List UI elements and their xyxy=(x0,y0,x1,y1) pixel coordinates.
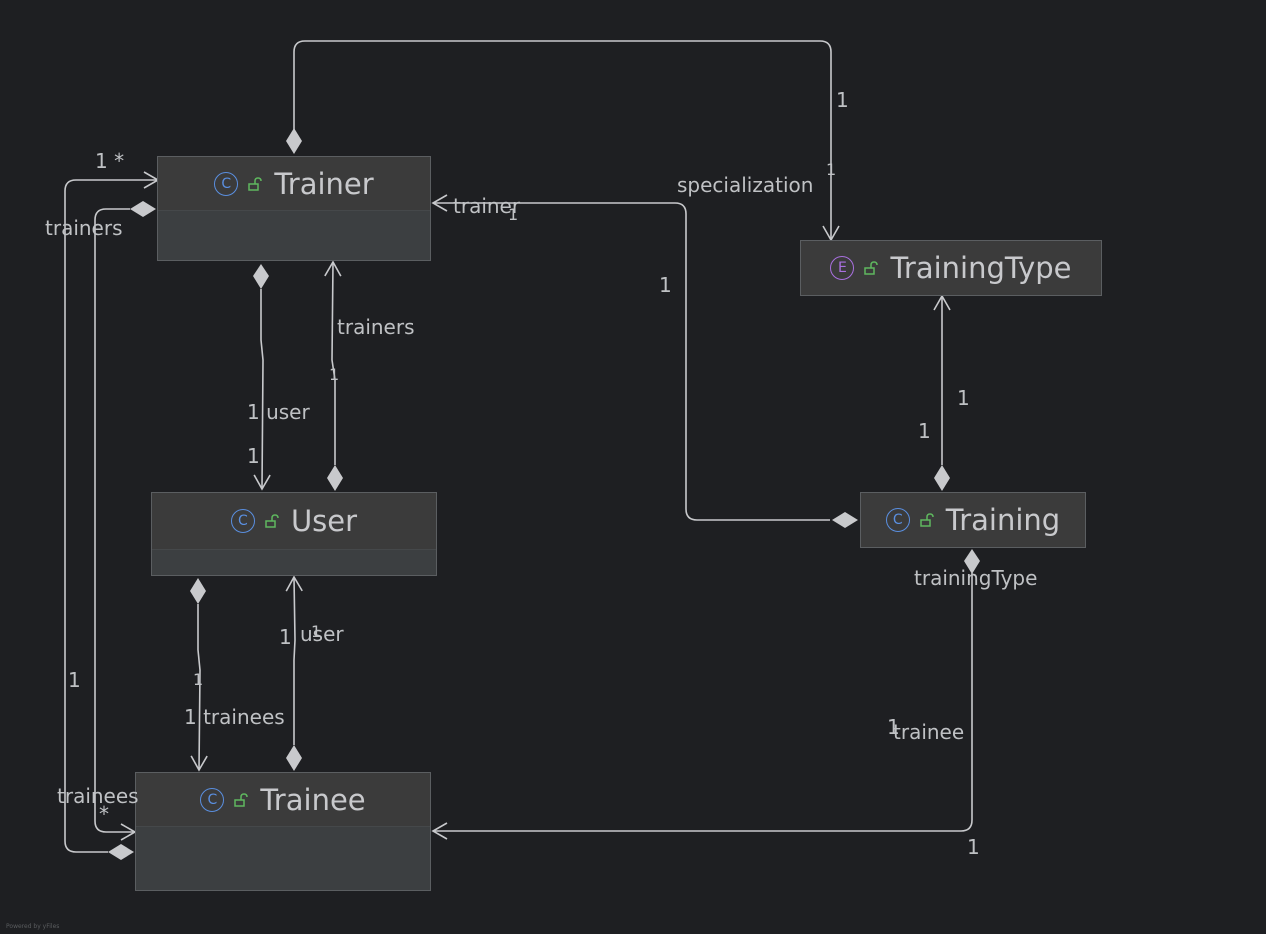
role-label: 1 trainees xyxy=(184,705,285,729)
diamond-trainee-left xyxy=(108,844,134,860)
edge-training-trainer xyxy=(431,194,830,521)
mult-label: 1 xyxy=(193,670,204,689)
mult-label: 1 * xyxy=(95,149,125,173)
class-icon: C xyxy=(885,508,910,532)
role-label: trainers xyxy=(45,216,123,240)
role-label: specialization xyxy=(677,173,814,197)
diamond-training-left xyxy=(832,512,858,528)
class-user[interactable]: C User xyxy=(151,492,437,576)
role-label: trainers xyxy=(337,315,415,339)
mult-label: 1 xyxy=(836,88,849,112)
mult-label: 1 xyxy=(957,386,970,410)
unlocked-icon xyxy=(234,792,249,807)
diamond-trainer-left xyxy=(130,201,156,217)
mult-label: 1 xyxy=(967,835,980,859)
role-label: user xyxy=(300,622,344,646)
mult-label: * xyxy=(99,802,109,826)
edge-user-trainee xyxy=(190,604,208,772)
mult-label: 1 xyxy=(887,715,900,739)
mult-label: 1 xyxy=(329,365,340,384)
role-label: 1 user xyxy=(247,400,310,424)
unlocked-icon xyxy=(864,261,879,275)
unlocked-icon xyxy=(265,514,279,528)
mult-label: 1 xyxy=(68,668,81,692)
unlocked-icon xyxy=(248,176,263,191)
mult-label: 1 xyxy=(279,625,292,649)
class-icon: C xyxy=(230,509,255,533)
role-label: trainer xyxy=(453,194,521,218)
mult-label: 1 xyxy=(659,273,672,297)
edge-trainer-specialization xyxy=(293,40,840,242)
class-trainee-header: C Trainee xyxy=(136,773,430,827)
class-training[interactable]: C Training xyxy=(860,492,1086,548)
mult-label: 1 xyxy=(826,160,837,179)
footer-credit: Powered by yFiles xyxy=(6,923,60,930)
mult-label: 1 xyxy=(311,622,322,641)
class-trainee[interactable]: C Trainee xyxy=(135,772,431,891)
enum-trainingtype-name: TrainingType xyxy=(890,251,1072,285)
enum-trainingtype-header: E TrainingType xyxy=(801,241,1101,295)
diamond-user-bottom xyxy=(190,578,206,604)
mult-label: 1 xyxy=(247,444,260,468)
class-user-header: C User xyxy=(152,493,436,550)
diamond-trainee-top xyxy=(286,745,302,771)
enum-trainingtype[interactable]: E TrainingType xyxy=(800,240,1102,296)
diamond-trainer-top xyxy=(286,128,302,154)
diamond-training-bottom xyxy=(964,549,980,574)
role-label: trainees xyxy=(57,784,139,808)
role-label: trainingType xyxy=(914,566,1038,590)
class-user-name: User xyxy=(290,504,358,538)
diamond-training-top xyxy=(934,465,950,491)
class-trainee-name: Trainee xyxy=(260,782,366,817)
edge-training-trainee xyxy=(431,573,973,840)
class-icon: C xyxy=(214,171,239,196)
edge-trainee-user xyxy=(285,575,303,745)
class-training-header: C Training xyxy=(861,493,1085,547)
unlocked-icon xyxy=(920,513,934,527)
diamond-trainer-bottom xyxy=(253,264,269,289)
class-trainer-name: Trainer xyxy=(274,166,374,201)
role-label: trainee xyxy=(893,720,965,744)
edge-trainer-trainee xyxy=(94,208,137,841)
class-trainer-header: C Trainer xyxy=(158,157,430,211)
enum-icon: E xyxy=(830,256,855,280)
mult-label: 1 xyxy=(918,419,931,443)
edge-trainee-trainer xyxy=(64,171,160,853)
class-trainer[interactable]: C Trainer xyxy=(157,156,431,261)
class-training-name: Training xyxy=(945,503,1061,537)
edge-user-trainer xyxy=(324,260,342,465)
class-icon: C xyxy=(200,787,225,812)
diamond-user-top xyxy=(327,465,343,491)
edge-trainer-user xyxy=(253,289,271,491)
mult-label: 1 xyxy=(508,205,519,224)
